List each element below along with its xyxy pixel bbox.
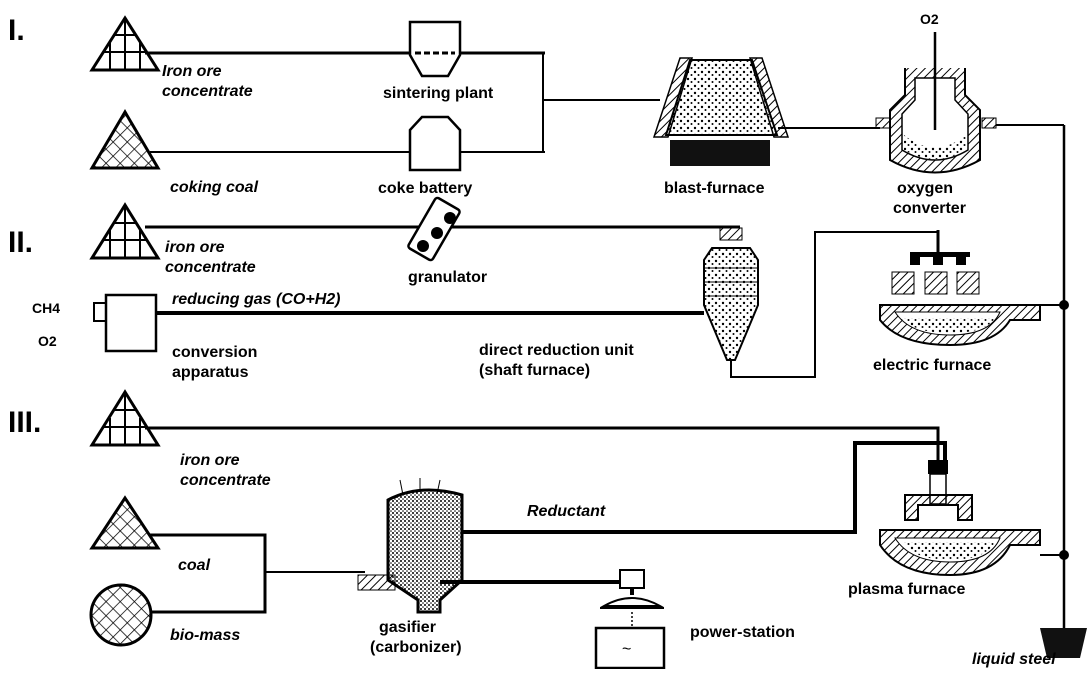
coking-coal-pile — [89, 109, 161, 170]
conversion-apparatus-icon — [104, 293, 158, 353]
o2-left-label: O2 — [38, 333, 57, 349]
reductant-label: Reductant — [527, 503, 606, 520]
gas-inlet-icon — [93, 302, 107, 322]
coking-coal-label: coking coal — [170, 179, 259, 196]
power-station-label: power-station — [690, 624, 795, 641]
conversion-line2: apparatus — [172, 364, 249, 381]
iron-ore-pile-3 — [89, 389, 161, 447]
ch4-label: CH4 — [32, 300, 60, 316]
coal-label: coal — [178, 557, 211, 574]
coal-pile — [89, 495, 161, 550]
dr-unit-line2: (shaft furnace) — [479, 362, 590, 379]
ore2-line1: iron ore — [165, 239, 225, 256]
granulator-icon — [407, 196, 461, 262]
line-fuel-merge — [150, 533, 267, 614]
ore2-line2: concentrate — [165, 259, 256, 276]
biomass-label: bio-mass — [170, 627, 240, 644]
ore3-line1: iron ore — [180, 452, 240, 469]
gasifier-line1: gasifier — [379, 619, 436, 636]
electric-furnace-label: electric furnace — [873, 357, 991, 374]
shaft-furnace-icon — [703, 227, 759, 372]
iron-ore-pile-2 — [89, 202, 161, 260]
svg-text:~: ~ — [622, 641, 631, 658]
sintering-plant-icon — [408, 20, 462, 78]
plasma-furnace-label: plasma furnace — [848, 581, 965, 598]
ore1-line1: Iron ore — [162, 63, 222, 80]
coke-battery-label: coke battery — [378, 180, 472, 197]
liquid-steel-label: liquid steel — [972, 651, 1056, 668]
section-2-label: II. — [8, 226, 33, 259]
reductant-line — [462, 441, 947, 534]
electric-furnace-icon — [879, 230, 1041, 347]
biomass-pile — [89, 583, 153, 647]
gasifier-line2: (carbonizer) — [370, 639, 462, 656]
plasma-furnace-icon — [879, 460, 1041, 577]
line-ore3-plasma — [145, 426, 940, 460]
converter-line1: oxygen — [897, 180, 953, 197]
gasifier-icon — [357, 478, 464, 614]
reducing-gas-label: reducing gas (CO+H2) — [172, 291, 340, 308]
blast-furnace-icon — [652, 57, 790, 166]
coke-battery-icon — [408, 115, 462, 172]
ore3-line2: concentrate — [180, 472, 271, 489]
blast-furnace-label: blast-furnace — [664, 180, 765, 197]
liquid-steel-ladle-icon — [1040, 628, 1087, 658]
power-station-icon: ~ — [594, 569, 666, 670]
conversion-line1: conversion — [172, 344, 257, 361]
line-gasifier-power — [440, 580, 634, 595]
sintering-label: sintering plant — [383, 85, 494, 102]
dr-unit-line1: direct reduction unit — [479, 342, 634, 359]
oxygen-converter-icon — [875, 32, 997, 174]
section-3-label: III. — [8, 406, 41, 439]
converter-line2: converter — [893, 200, 966, 217]
ore1-line2: concentrate — [162, 83, 253, 100]
section-1-label: I. — [8, 14, 25, 47]
iron-ore-pile-1 — [89, 15, 161, 72]
o2-top-label: O2 — [920, 11, 939, 27]
granulator-label: granulator — [408, 269, 487, 286]
